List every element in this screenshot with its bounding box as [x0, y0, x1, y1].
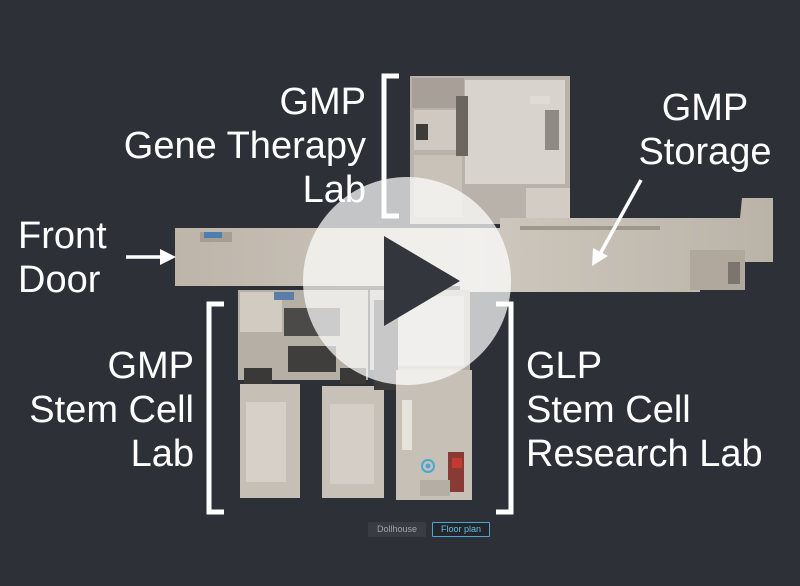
glp-research-lab-label: GLP Stem Cell Research Lab [526, 345, 763, 475]
storage-arrow [592, 179, 643, 266]
location-marker-icon[interactable] [421, 459, 435, 473]
front-door-label: Front Door [18, 215, 107, 301]
stem-cell-lab-label: GMP Stem Cell Lab [29, 345, 194, 475]
play-icon [303, 177, 511, 385]
dollhouse-button[interactable]: Dollhouse [368, 522, 427, 537]
gene-therapy-lab-label: GMP Gene Therapy Lab [123, 81, 366, 211]
play-button[interactable] [302, 176, 512, 386]
floor-plan-button[interactable]: Floor plan [432, 522, 491, 537]
storage-label: GMP Storage [638, 87, 772, 173]
stem-cell-bracket [206, 301, 224, 515]
view-mode-toggle: Dollhouse Floor plan [368, 522, 491, 537]
gene-therapy-lab-area [410, 76, 570, 224]
front-door-arrow [126, 249, 176, 265]
